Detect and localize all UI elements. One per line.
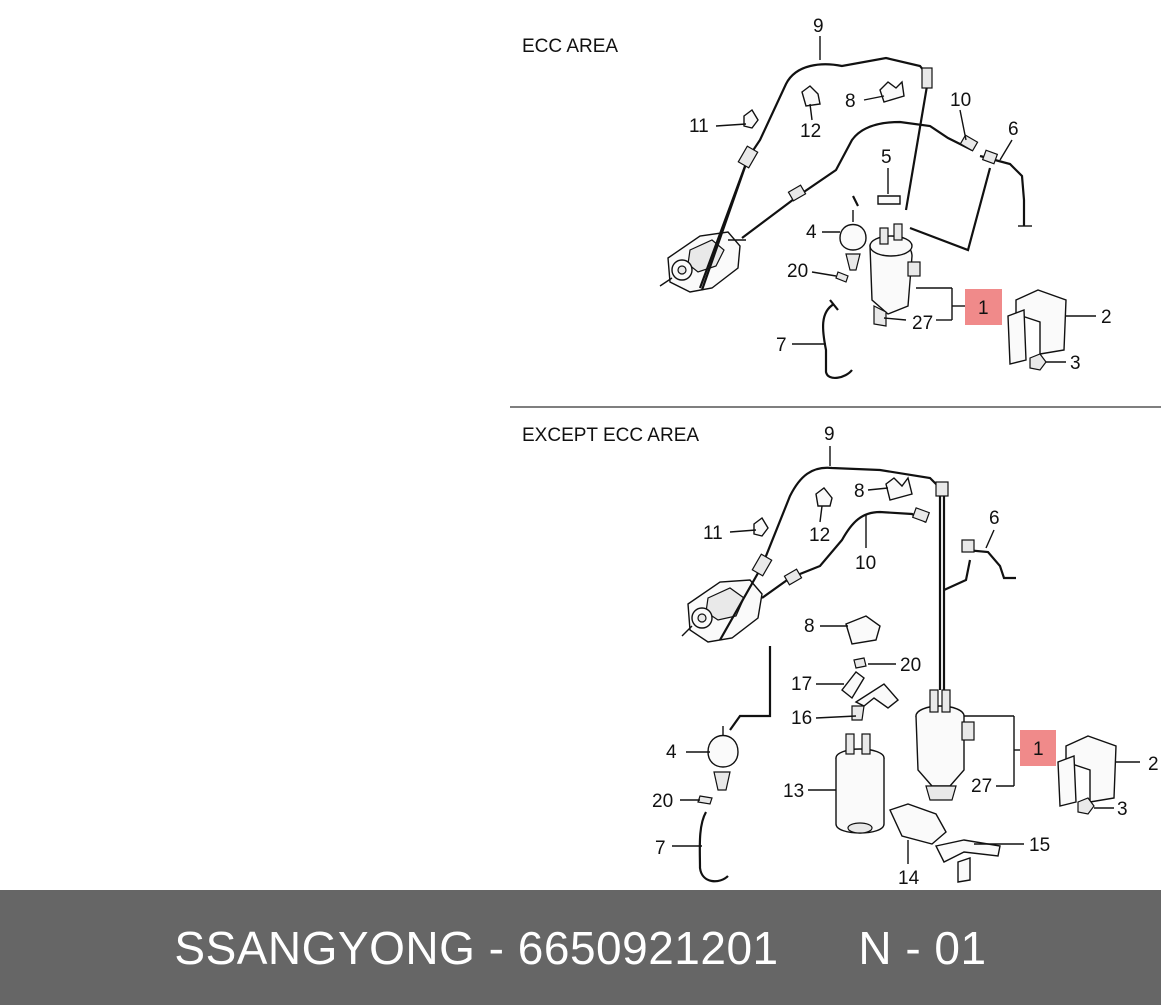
callout-10-bottom: 10	[855, 553, 876, 574]
primer-pump-top	[839, 195, 867, 271]
highlight-box-bottom	[1020, 730, 1056, 766]
injection-pump-top	[659, 231, 746, 293]
callout-8b-bottom: 8	[804, 616, 815, 637]
callout-4-top: 4	[806, 222, 817, 243]
callout-27-bottom: 27	[971, 776, 992, 797]
hose-7-bottom	[698, 811, 729, 883]
hose-5-top	[877, 195, 901, 205]
part-number-footer: SSANGYONG - 6650921201 N - 01	[0, 890, 1161, 1005]
hose-7-top	[821, 303, 853, 379]
brand-separator: -	[475, 921, 518, 974]
clamp-20-bottom	[697, 795, 713, 805]
part-number: 6650921201	[517, 921, 779, 974]
bracket-bottom	[1057, 735, 1117, 815]
clamp-20-top	[835, 271, 849, 283]
callout-4-bottom: 4	[666, 742, 677, 763]
leader-lines-bottom	[672, 446, 1140, 864]
brand-name: SSANGYONG	[174, 921, 476, 974]
callout-9-bottom: 9	[824, 424, 835, 445]
callout-2-top: 2	[1101, 307, 1112, 328]
footer-gap	[779, 921, 859, 975]
section-title-except-ecc: EXCEPT ECC AREA	[522, 425, 699, 446]
line-to-primer	[729, 646, 772, 731]
bracket-top	[1007, 289, 1067, 371]
callout-8a-bottom: 8	[854, 481, 865, 502]
callout-10-top: 10	[950, 90, 971, 111]
callout-9-top: 9	[813, 16, 824, 37]
callout-20-top: 20	[787, 261, 808, 282]
callout-6-top: 6	[1008, 119, 1019, 140]
highlight-box-top	[965, 289, 1002, 325]
fuel-lines-top	[698, 56, 1032, 291]
section-title-ecc: ECC AREA	[522, 36, 618, 57]
callout-16-bottom: 16	[791, 708, 812, 729]
callout-1-top: 1	[978, 298, 989, 319]
callout-12-top: 12	[800, 121, 821, 142]
leader-lines-top	[715, 36, 1096, 363]
fuel-filter-13	[835, 733, 885, 834]
injection-pump-bottom	[681, 579, 763, 643]
callout-3-bottom: 3	[1117, 799, 1128, 820]
callout-1-bottom: 1	[1033, 739, 1044, 760]
bracket-14-15	[889, 803, 1001, 883]
callout-15-bottom: 15	[1029, 835, 1050, 856]
callout-17-bottom: 17	[791, 674, 812, 695]
callout-11-top: 11	[689, 116, 709, 137]
callout-14-bottom: 14	[898, 868, 920, 889]
clip-parts-bottom	[753, 476, 913, 645]
page-reference: N - 01	[858, 921, 987, 974]
hoses-16-17	[841, 657, 900, 721]
callout-3-top: 3	[1070, 353, 1081, 374]
fuel-filter-assembly-bottom	[915, 689, 975, 801]
callout-12-bottom: 12	[809, 525, 830, 546]
parts-diagram: ECC AREA	[510, 16, 1161, 889]
callout-20a-bottom: 20	[900, 655, 921, 676]
callout-8-top: 8	[845, 91, 856, 112]
callout-13-bottom: 13	[783, 781, 804, 802]
primer-pump-bottom	[707, 726, 739, 791]
fuel-filter-assembly-top	[869, 223, 921, 327]
fuel-lines-bottom	[719, 466, 1016, 690]
callout-7-top: 7	[776, 335, 787, 356]
callout-20b-bottom: 20	[652, 791, 673, 812]
callout-27-top: 27	[912, 313, 933, 334]
callout-11-bottom: 11	[703, 523, 723, 544]
callout-5-top: 5	[881, 147, 892, 168]
clip-parts-top	[743, 80, 905, 129]
callout-7-bottom: 7	[655, 838, 666, 859]
callout-2-bottom: 2	[1148, 754, 1159, 775]
callout-6-bottom: 6	[989, 508, 1000, 529]
